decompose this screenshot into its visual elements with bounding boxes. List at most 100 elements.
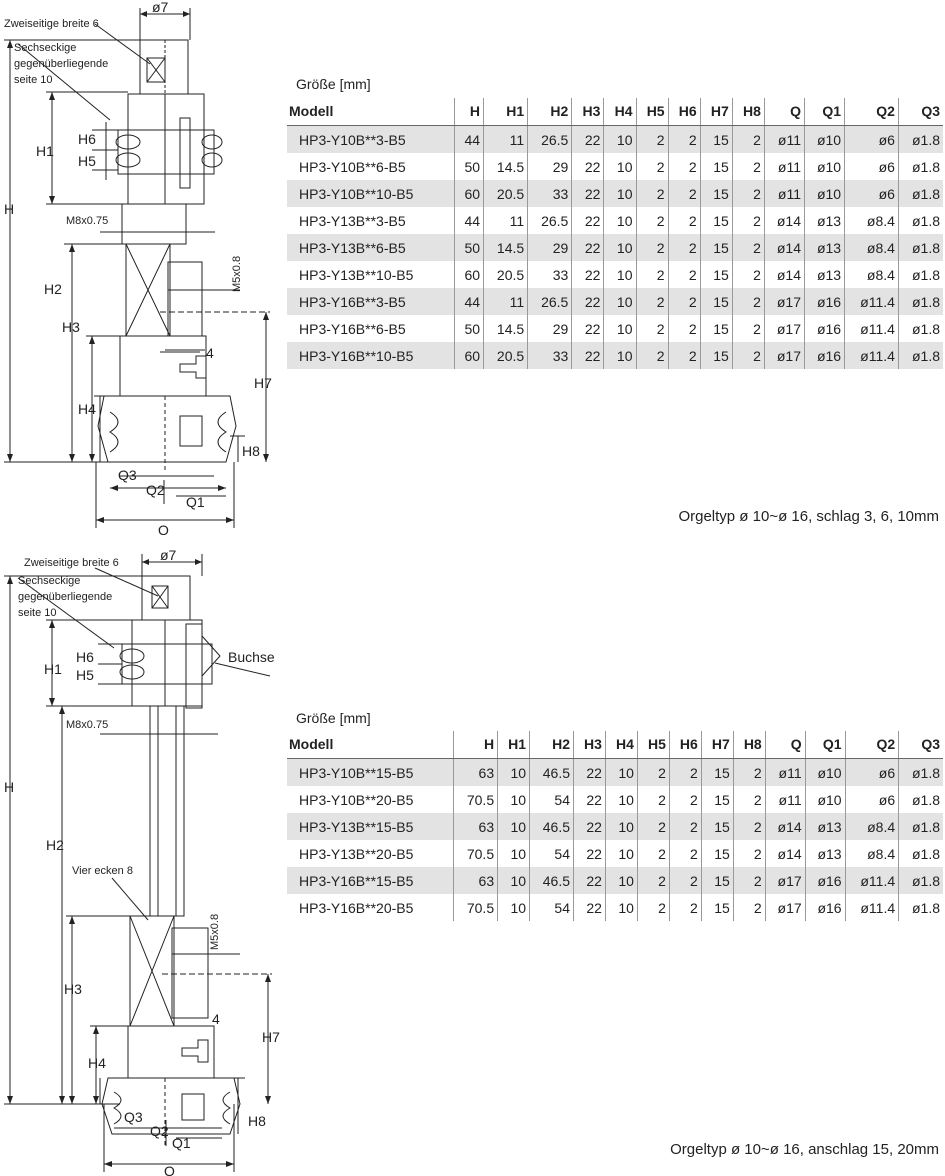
value-cell-q2: ø8.4 [844, 261, 899, 288]
value-cell-h8: 2 [732, 894, 766, 921]
dim-H-2: H [4, 779, 14, 795]
dim-H5-2: H5 [76, 667, 94, 683]
label-hex-flat-2-line2: gegenüberliegende [18, 591, 112, 603]
value-cell-h8: 2 [732, 758, 766, 786]
value-cell-h: 63 [453, 867, 498, 894]
column-header-h7: H7 [700, 731, 734, 759]
value-cell-h2: 29 [527, 315, 572, 342]
value-cell-h8: 2 [731, 153, 765, 180]
column-header-h: H [453, 731, 498, 759]
value-cell-h2: 33 [527, 261, 572, 288]
value-cell-h2: 54 [529, 894, 574, 921]
value-cell-h5: 2 [635, 342, 669, 369]
value-cell-q1: ø16 [803, 288, 845, 315]
value-cell-q1: ø10 [803, 180, 845, 207]
label-dim-4: 4 [206, 345, 214, 361]
value-cell-q1: ø10 [803, 125, 845, 153]
column-header-q: Q [764, 731, 806, 759]
column-header-h7: H7 [699, 98, 733, 126]
value-cell-h7: 15 [699, 315, 733, 342]
model-cell: HP3-Y16B**15-B5 [287, 867, 454, 894]
value-cell-q: ø11 [763, 153, 805, 180]
value-cell-h2: 29 [527, 234, 572, 261]
value-cell-h7: 15 [700, 786, 734, 813]
value-cell-q3: ø1.8 [897, 261, 943, 288]
value-cell-h6: 2 [667, 315, 701, 342]
value-cell-h: 63 [453, 813, 498, 840]
value-cell-h3: 22 [573, 786, 606, 813]
value-cell-q1: ø10 [803, 153, 845, 180]
value-cell-h4: 10 [604, 758, 638, 786]
value-cell-q3: ø1.8 [897, 180, 943, 207]
value-cell-q2: ø6 [844, 180, 899, 207]
value-cell-h4: 10 [603, 315, 636, 342]
value-cell-q3: ø1.8 [898, 894, 943, 921]
model-cell: HP3-Y10B**15-B5 [287, 758, 454, 786]
value-cell-h5: 2 [636, 840, 670, 867]
model-cell: HP3-Y10B**20-B5 [299, 791, 414, 808]
value-cell-q2: ø6 [844, 786, 899, 813]
value-cell-h4: 10 [603, 288, 636, 315]
column-header-q3: Q3 [897, 98, 943, 126]
value-cell-h3: 22 [571, 153, 604, 180]
value-cell-h2: 26.5 [527, 288, 572, 315]
model-cell: HP3-Y16B**10-B5 [287, 342, 455, 369]
value-cell-h6: 2 [668, 840, 702, 867]
value-cell-h2: 46.5 [529, 758, 574, 786]
value-cell-h1: 10 [497, 840, 530, 867]
value-cell-h: 44 [453, 207, 484, 234]
value-cell-h8: 2 [731, 234, 765, 261]
dim-H4-2: H4 [88, 1055, 106, 1071]
value-cell-q1: ø16 [804, 894, 846, 921]
value-cell-h8: 2 [731, 288, 765, 315]
value-cell-q3: ø1.8 [897, 125, 943, 153]
value-cell-q2: ø8.4 [844, 207, 899, 234]
value-cell-h4: 10 [604, 786, 638, 813]
value-cell-h6: 2 [667, 288, 701, 315]
value-cell-h8: 2 [731, 180, 765, 207]
model-cell: HP3-Y10B**10-B5 [287, 180, 455, 207]
value-cell-h4: 10 [603, 153, 636, 180]
value-cell-h8: 2 [731, 207, 765, 234]
value-cell-h2: 29 [527, 153, 572, 180]
label-diameter: ø7 [152, 0, 169, 15]
value-cell-h5: 2 [636, 786, 670, 813]
value-cell-h1: 10 [497, 758, 530, 786]
dim-H1-2: H1 [44, 661, 62, 677]
label-thread-side: M5x0.8 [231, 256, 243, 292]
column-header-h5: H5 [635, 98, 669, 126]
technical-drawing-short-stroke: Zweiseitige breite 6 Sechseckige gegenüb… [0, 0, 285, 535]
value-cell-h: 60 [453, 180, 484, 207]
label-thread-side-2: M5x0.8 [209, 914, 221, 950]
value-cell-h5: 2 [635, 288, 669, 315]
value-cell-q1: ø13 [804, 813, 846, 840]
dim-H5: H5 [78, 153, 96, 169]
value-cell-q3: ø1.8 [898, 758, 943, 786]
value-cell-q1: ø13 [803, 261, 845, 288]
column-header-modell: Modell [287, 731, 454, 759]
value-cell-h3: 22 [571, 234, 604, 261]
value-cell-q: ø14 [763, 234, 805, 261]
value-cell-h2: 33 [527, 342, 572, 369]
value-cell-h: 70.5 [453, 840, 498, 867]
drawing-svg-2: Zweiseitige breite 6 Sechseckige gegenüb… [4, 548, 280, 1176]
dim-H2: H2 [44, 281, 62, 297]
column-header-q: Q [763, 98, 805, 126]
column-header-q2: Q2 [844, 731, 899, 759]
label-width-flat: Zweiseitige breite 6 [4, 18, 99, 30]
dim-H: H [4, 201, 14, 217]
value-cell-h: 60 [453, 261, 484, 288]
value-cell-q: ø14 [764, 813, 806, 840]
value-cell-q2: ø11.4 [844, 894, 899, 921]
value-cell-q2: ø11.4 [844, 288, 899, 315]
value-cell-h6: 2 [667, 207, 701, 234]
value-cell-h8: 2 [731, 342, 765, 369]
column-header-h8: H8 [732, 731, 766, 759]
value-cell-h6: 2 [668, 786, 702, 813]
